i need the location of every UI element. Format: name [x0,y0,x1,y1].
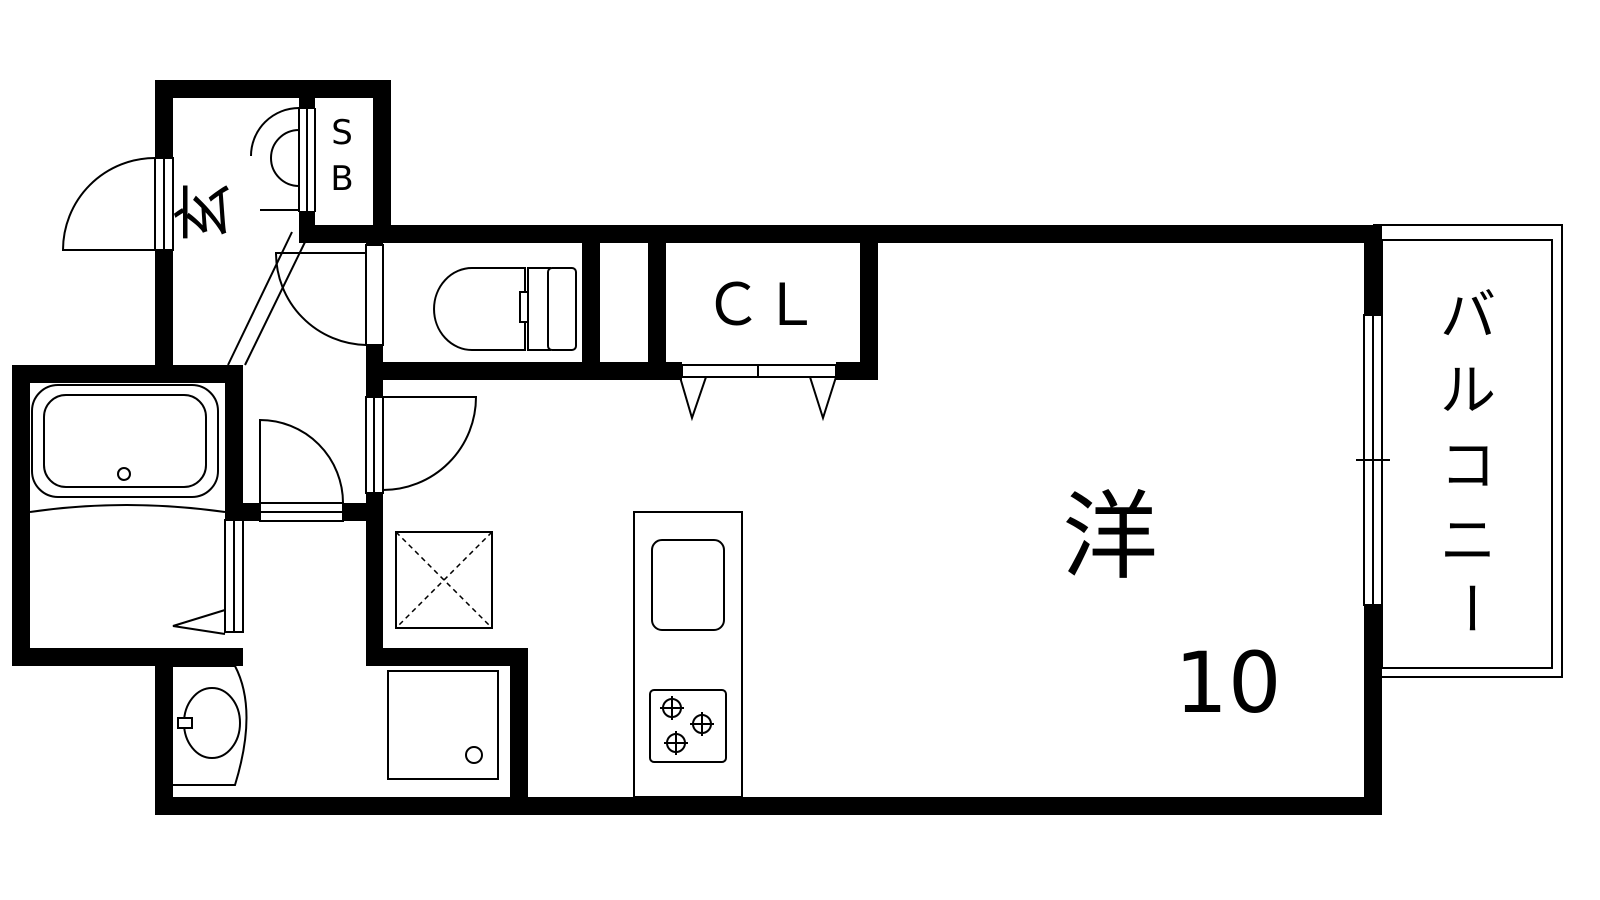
entrance-label: 玄 [170,182,240,242]
washroom [173,418,344,786]
balcony: バ ル コ ニ ー [1373,224,1563,678]
balcony-label-1: バ [1440,284,1496,349]
bath-door[interactable] [172,519,244,635]
toilet-fixture [433,267,577,351]
closet-label: ＣＬ [704,271,820,339]
stove [649,689,727,763]
western-room: 洋 10 [1062,314,1390,732]
bathtub [31,384,219,498]
toilet [274,244,577,351]
storage-box [395,531,493,629]
toilet-door[interactable] [274,244,384,346]
wash-basin [173,665,248,786]
closet-doors[interactable] [679,364,837,422]
washroom-door[interactable] [259,418,344,522]
front-door[interactable] [61,157,174,251]
shoe-box-label-b: B [330,159,353,199]
walls [12,80,1382,815]
western-room-label: 洋 [1062,481,1158,593]
shoe-box: S B [250,107,354,212]
western-room-size: 10 [1175,634,1282,732]
corridor-door[interactable] [365,396,478,494]
balcony-label-2: ル [1440,359,1496,424]
balcony-label-5: ー [1437,580,1502,636]
balcony-window[interactable] [1356,314,1390,606]
shoe-box-label-s: S [331,113,353,153]
balcony-label-4: ニ [1440,509,1496,574]
entrance: 玄 S B [61,107,354,366]
kitchen-counter [633,511,743,798]
closet: ＣＬ [679,271,837,422]
bathroom [29,384,244,635]
balcony-label-3: コ [1440,434,1496,499]
washing-machine [387,670,499,780]
